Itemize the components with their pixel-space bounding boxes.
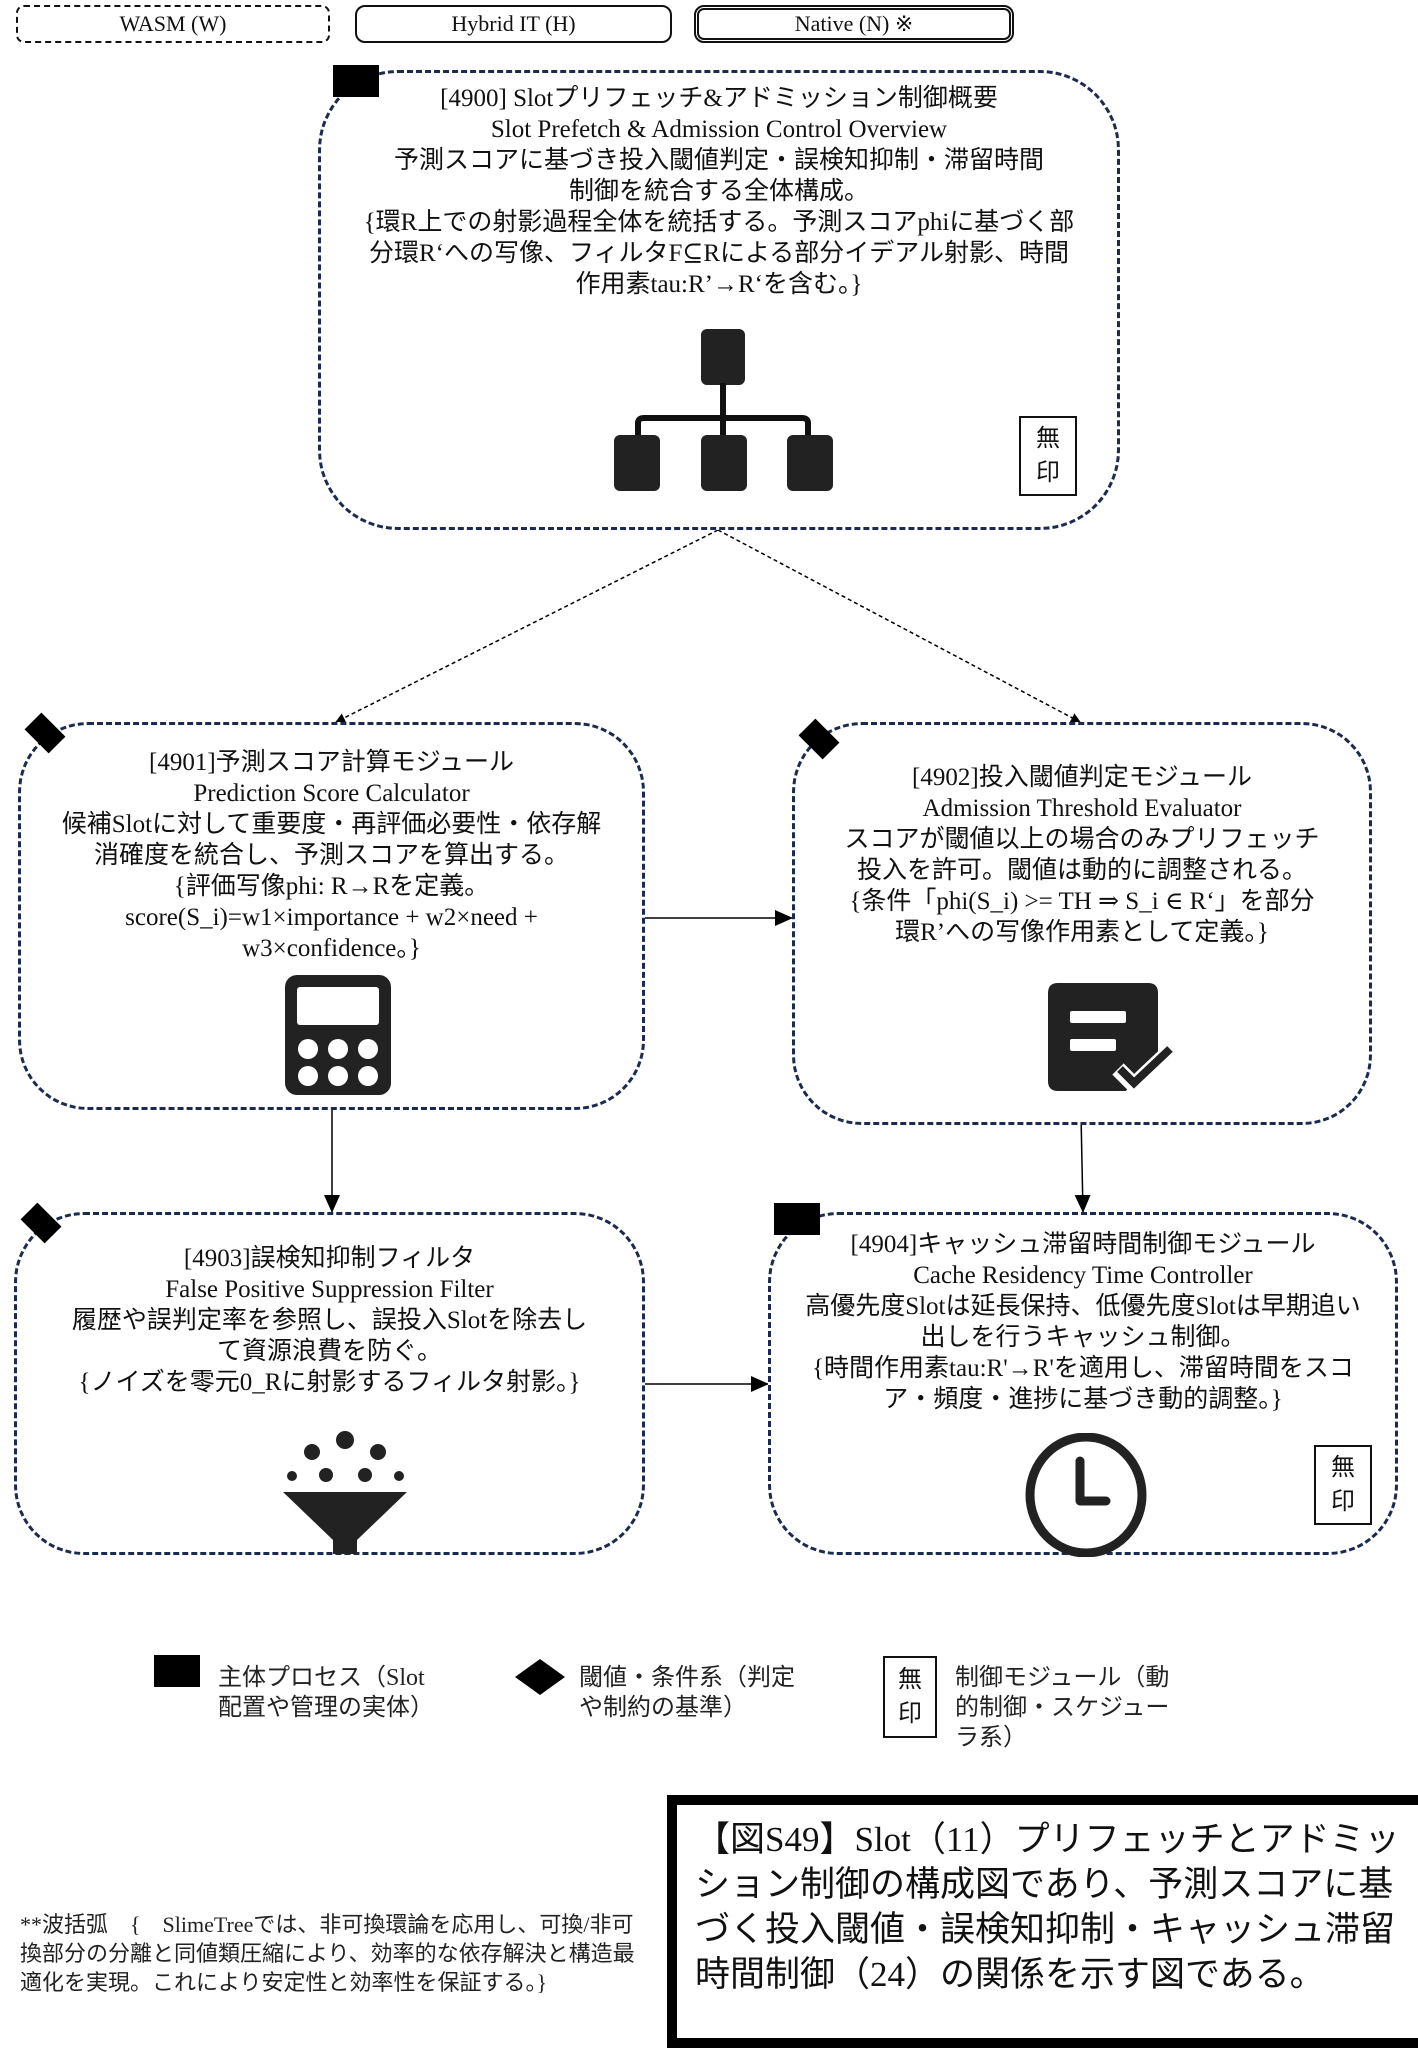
legend-stamp-icon: 無 印 bbox=[883, 1656, 937, 1738]
module-formal-definition: {時間作用素tau:R'→R'を適用し、滞留時間をスコア・頻度・進捗に基づき動的… bbox=[812, 1355, 1354, 1413]
hierarchy-icon bbox=[614, 329, 833, 491]
module-description: 予測スコアに基づき投入閾値判定・誤検知抑制・滞留時間制御を統合する全体構成。 bbox=[393, 147, 1044, 205]
module-4900-overview[interactable]: [4900] Slotプリフェッチ&アドミッション制御概要 Slot Prefe… bbox=[318, 70, 1120, 530]
control-module-stamp: 無 印 bbox=[1314, 1445, 1372, 1525]
module-4903-false-positive-filter[interactable]: [4903]誤検知抑制フィルタ False Positive Suppressi… bbox=[14, 1212, 645, 1555]
edge-4902-to-4904 bbox=[1074, 1114, 1091, 1213]
calculator-icon bbox=[285, 975, 391, 1095]
module-title-ja: [4901]予測スコア計算モジュール bbox=[149, 749, 514, 776]
module-formal-definition: {ノイズを零元0_Rに射影するフィルタ射影。} bbox=[78, 1369, 581, 1396]
checklist-icon bbox=[1048, 983, 1178, 1093]
main-process-square-marker bbox=[774, 1203, 820, 1235]
footnote: **波括弧 { SlimeTreeでは、非可換環論を応用し、可換/非可換部分の分… bbox=[20, 1912, 635, 1995]
module-title-ja: [4903]誤検知抑制フィルタ bbox=[183, 1245, 476, 1272]
module-description: スコアが閾値以上の場合のみプリフェッチ投入を許可。閾値は動的に調整される。 bbox=[844, 826, 1320, 884]
module-formal-definition: {評価写像phi: R→Rを定義。score(S_i)=w1×importanc… bbox=[125, 873, 538, 962]
edge-4900-to-4901 bbox=[335, 529, 719, 723]
module-title-ja: [4900] Slotプリフェッチ&アドミッション制御概要 bbox=[440, 85, 998, 112]
stamp-char-1: 無 bbox=[1036, 426, 1060, 452]
legend-diamond-icon bbox=[515, 1659, 565, 1695]
legend-stamp-line3: ラ系） bbox=[955, 1725, 1027, 1751]
tab-hybrid-it[interactable]: Hybrid IT (H) bbox=[355, 5, 672, 43]
tab-wasm-label: WASM (W) bbox=[119, 11, 227, 36]
module-title-en: Prediction Score Calculator bbox=[193, 780, 470, 807]
module-4901-prediction-score[interactable]: [4901]予測スコア計算モジュール Prediction Score Calc… bbox=[18, 722, 645, 1110]
legend-square-icon bbox=[154, 1655, 200, 1687]
module-formal-definition: {条件「phi(S_i) >= TH ⇒ S_i ∈ R‘」を部分環R’への写像… bbox=[849, 888, 1315, 946]
module-title-en: False Positive Suppression Filter bbox=[165, 1276, 494, 1303]
tab-wasm[interactable]: WASM (W) bbox=[16, 5, 330, 43]
legend-stamp-line2: 的制御・スケジュー bbox=[955, 1695, 1170, 1721]
stamp-char-1: 無 bbox=[1331, 1455, 1355, 1481]
legend-diamond-line2: や制約の基準） bbox=[579, 1695, 747, 1721]
main-process-square-marker bbox=[333, 65, 379, 97]
stamp-char-2: 印 bbox=[898, 1701, 922, 1727]
module-title-en: Slot Prefetch & Admission Control Overvi… bbox=[490, 116, 948, 143]
tab-hybrid-label: Hybrid IT (H) bbox=[451, 11, 576, 36]
clock-icon bbox=[1025, 1433, 1147, 1557]
module-description: 高優先度Slotは延長保持、低優先度Slotは早期追い出しを行うキャッシュ制御。 bbox=[805, 1293, 1361, 1351]
stamp-char-1: 無 bbox=[898, 1667, 922, 1693]
tab-native-label: Native (N) ※ bbox=[794, 11, 914, 36]
module-title-ja: [4902]投入閾値判定モジュール bbox=[912, 764, 1252, 791]
module-formal-definition: {環R上での射影過程全体を統括する。予測スコアphiに基づく部分環R‘への写像、… bbox=[363, 209, 1075, 298]
legend-square-label: 主体プロセス（Slot 配置や管理の実体） bbox=[218, 1663, 434, 1723]
legend-stamp-line1: 制御モジュール（動 bbox=[955, 1665, 1170, 1691]
legend-stamp-label: 制御モジュール（動 的制御・スケジュー ラ系） bbox=[955, 1663, 1169, 1753]
edge-4900-to-4902 bbox=[717, 529, 1081, 723]
module-description: 履歴や誤判定率を参照し、誤投入Slotを除去して資源浪費を防ぐ。 bbox=[71, 1307, 588, 1365]
stamp-char-2: 印 bbox=[1331, 1489, 1355, 1515]
module-title-ja: [4904]キャッシュ滞留時間制御モジュール bbox=[850, 1231, 1316, 1258]
module-4902-admission-threshold[interactable]: [4902]投入閾値判定モジュール Admission Threshold Ev… bbox=[792, 722, 1372, 1125]
legend-diamond-line1: 閾値・条件系（判定 bbox=[579, 1665, 795, 1691]
legend-diamond-label: 閾値・条件系（判定 や制約の基準） bbox=[579, 1663, 795, 1723]
stamp-char-2: 印 bbox=[1036, 460, 1060, 486]
funnel-filter-icon bbox=[283, 1431, 407, 1554]
control-module-stamp: 無 印 bbox=[1019, 416, 1077, 496]
tab-native[interactable]: Native (N) ※ bbox=[694, 5, 1014, 43]
legend-square-line1: 主体プロセス（Slot bbox=[218, 1665, 425, 1691]
module-title-en: Cache Residency Time Controller bbox=[913, 1262, 1253, 1289]
module-title-en: Admission Threshold Evaluator bbox=[922, 795, 1242, 822]
module-4904-cache-residency[interactable]: [4904]キャッシュ滞留時間制御モジュール Cache Residency T… bbox=[768, 1212, 1398, 1557]
figure-caption: 【図S49】Slot（11）プリフェッチとアドミッション制御の構成図であり、予測… bbox=[667, 1795, 1418, 2048]
legend-square-line2: 配置や管理の実体） bbox=[218, 1695, 434, 1721]
module-description: 候補Slotに対して重要度・再評価必要性・依存解消確度を統合し、予測スコアを算出… bbox=[61, 811, 602, 869]
